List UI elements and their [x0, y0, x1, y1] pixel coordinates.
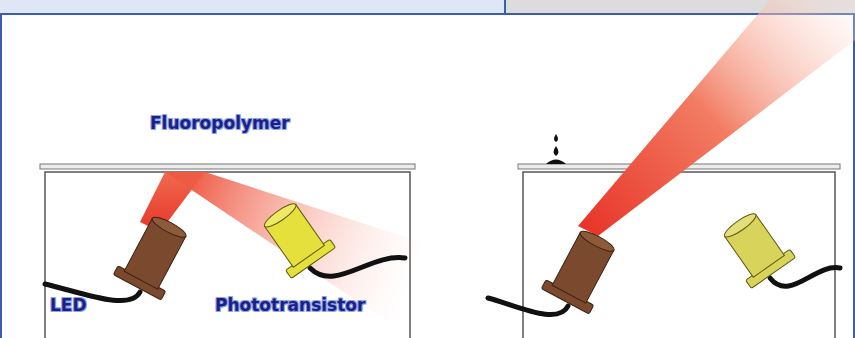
top-strip — [0, 0, 505, 14]
led — [38, 184, 195, 338]
frame-line — [504, 0, 506, 14]
part-label: Phototransistor — [215, 297, 365, 314]
part-label: Fluoropolymer — [150, 115, 290, 132]
housing — [523, 172, 835, 338]
phototransistor — [715, 188, 849, 328]
water-drop — [554, 134, 558, 142]
water-drop — [554, 146, 559, 156]
light-beam — [578, 0, 855, 236]
part-label: LED — [50, 297, 87, 314]
water-drop — [546, 160, 566, 165]
frame-line — [0, 13, 855, 15]
fluoropolymer-film — [40, 164, 415, 169]
reflected-beam — [165, 172, 430, 330]
led — [481, 204, 623, 338]
